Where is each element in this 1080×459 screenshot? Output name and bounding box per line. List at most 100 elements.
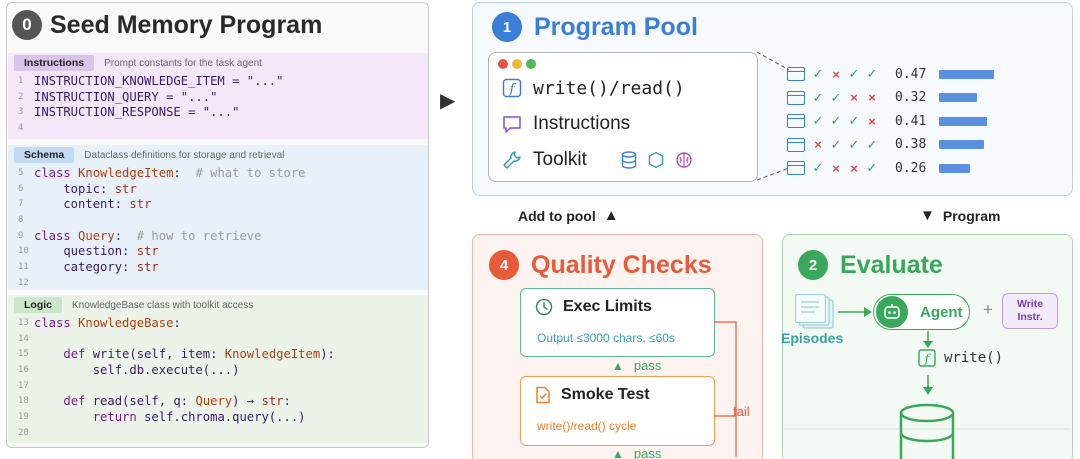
code-line: 15 def write(self, item: KnowledgeItem): (8, 346, 428, 362)
code-text: category: str (34, 259, 159, 274)
program-score: 0.26 (895, 160, 927, 176)
line-number: 1 (18, 75, 24, 86)
write-instr-line-2: Instr. (1017, 311, 1043, 323)
code-text: content: str (34, 197, 152, 212)
score-bar (939, 69, 994, 79)
card-toolkit-label: Toolkit (533, 149, 587, 170)
chat-icon (501, 113, 523, 135)
seed-title-text: Seed Memory Program (50, 10, 323, 39)
brain-icon (676, 152, 692, 168)
pool-panel-title: 1 Program Pool (492, 12, 698, 42)
check-icon: ✓ (848, 113, 860, 128)
cross-icon: × (832, 66, 840, 82)
code-text: INSTRUCTION_KNOWLEDGE_ITEM = "..." (34, 73, 284, 88)
line-number: 3 (18, 107, 24, 118)
window-maximize-dot-icon (526, 59, 536, 69)
line-number: 4 (18, 122, 24, 133)
code-text: INSTRUCTION_RESPONSE = "..." (34, 105, 240, 120)
evaluate-title-text: Evaluate (840, 250, 943, 279)
line-number: 19 (18, 411, 29, 422)
program-text: Program (942, 207, 1001, 224)
check-icon: ✓ (812, 89, 824, 105)
program-file-icon (787, 161, 805, 175)
pool-program-row: ✓××✓0.26 (787, 159, 970, 177)
quality-title-text: Quality Checks (531, 250, 712, 279)
code-text: INSTRUCTION_QUERY = "..." (34, 89, 218, 104)
check-icon: ✓ (866, 66, 878, 81)
arrow-up-small-icon: ▲ (612, 446, 624, 459)
check-icon: ✓ (812, 160, 824, 175)
robot-icon (876, 296, 908, 328)
code-line: 6 topic: str (8, 181, 428, 197)
write-to-db-arrow (923, 375, 933, 395)
code-line: 14 (8, 331, 428, 347)
line-number: 8 (18, 214, 24, 225)
card-row-instructions: Instructions (501, 113, 630, 135)
check-icon: ✓ (830, 89, 842, 105)
instructions-tag: Instructions (14, 55, 95, 71)
program-score: 0.32 (895, 90, 927, 105)
code-text: def read(self, q: Query) → str: (63, 394, 291, 409)
write-call: f write() (918, 349, 1003, 367)
pool-program-row: ✓✓××0.32 (787, 89, 977, 107)
line-number: 16 (18, 364, 29, 375)
schema-desc: Dataclass definitions for storage and re… (84, 149, 285, 161)
code-line: 1 INSTRUCTION_KNOWLEDGE_ITEM = "..." (8, 73, 428, 89)
smoke-test-sub: write()/read() cycle (537, 419, 637, 433)
score-bar (939, 140, 984, 149)
card-methods-label: write()/read() (533, 77, 685, 99)
exec-limits-check: Exec Limits Output ≤3000 chars, ≤60s (520, 288, 715, 357)
clock-icon (535, 298, 553, 316)
agent-label: Agent (920, 303, 963, 321)
step-2-badge: 2 (798, 250, 828, 280)
fail-connector (714, 321, 737, 457)
line-number: 14 (18, 333, 29, 344)
instructions-desc: Prompt constants for the task agent (104, 57, 262, 69)
card-instructions-label: Instructions (533, 113, 631, 134)
check-icon: ✓ (812, 66, 824, 81)
code-text: class KnowledgeBase: (34, 315, 181, 330)
code-line: 8 (8, 212, 428, 228)
code-line: 7 content: str (8, 196, 428, 212)
pass-label-1: pass (633, 358, 662, 373)
fail-label: fail (733, 404, 750, 419)
seed-panel-title: 0 Seed Memory Program (12, 10, 322, 40)
code-text: question: str (34, 244, 159, 259)
program-file-icon (787, 90, 805, 105)
evaluate-panel-title: 2 Evaluate (798, 250, 943, 280)
code-line: 11 category: str (8, 259, 428, 275)
line-number: 11 (18, 261, 29, 272)
pass-connector-1: ▲ pass (612, 358, 661, 373)
code-text: def write(self, item: KnowledgeItem): (63, 347, 335, 362)
line-number: 12 (18, 277, 29, 288)
code-text: class KnowledgeItem: # what to store (34, 165, 306, 180)
pool-program-row: ✓✓✓×0.41 (787, 112, 987, 130)
svg-text:f: f (924, 352, 932, 366)
cross-icon: × (850, 90, 858, 105)
pool-program-row: ✓×✓✓0.47 (787, 65, 994, 83)
check-icon: ✓ (830, 113, 842, 128)
quality-panel-title: 4 Quality Checks (489, 250, 712, 280)
program-file-icon (787, 137, 805, 152)
database-icon (621, 151, 637, 169)
card-row-toolkit: Toolkit (501, 149, 693, 171)
code-line: 3 INSTRUCTION_RESPONSE = "..." (8, 104, 428, 120)
line-number: 9 (18, 230, 24, 241)
hexagon-icon (648, 151, 664, 169)
card-row-methods: f write()/read() (501, 77, 685, 99)
pool-connector-lines (756, 51, 790, 181)
code-text: return self.chroma.query(...) (92, 409, 306, 424)
score-bar (939, 116, 987, 126)
write-call-label: write() (944, 350, 1004, 366)
arrow-up-small-icon: ▲ (612, 358, 624, 373)
check-icon: ✓ (812, 113, 824, 128)
agent-to-write-arrow (923, 331, 933, 348)
program-card: f write()/read() Instructions Toolkit (488, 52, 758, 182)
check-icon: ✓ (866, 136, 878, 152)
program-file-icon (787, 114, 805, 128)
line-number: 20 (18, 427, 29, 438)
code-line: 20 (8, 425, 428, 441)
